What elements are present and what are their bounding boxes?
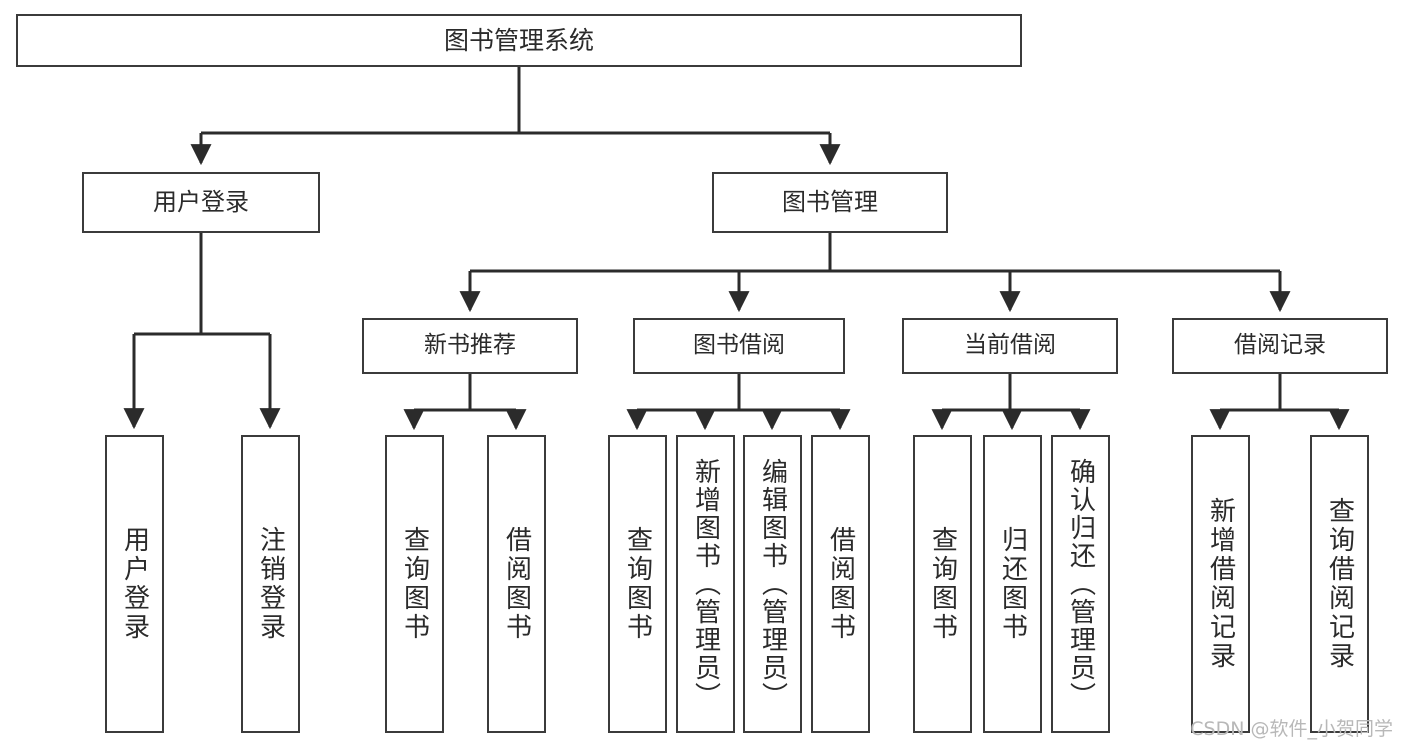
node-current-borrow-label: 当前借阅 (964, 332, 1056, 359)
node-borrow-record[interactable]: 借阅记录 (1172, 318, 1388, 374)
node-book-borrow-label: 图书借阅 (693, 332, 785, 359)
leaf-query-book-3[interactable]: 查询图书 (913, 435, 972, 733)
node-root[interactable]: 图书管理系统 (16, 14, 1022, 67)
leaf-confirm-return[interactable]: 确认归还（管理员） (1051, 435, 1110, 733)
leaf-edit-book[interactable]: 编辑图书（管理员） (743, 435, 802, 733)
leaf-confirm-return-label: 确认归还（管理员） (1065, 458, 1096, 710)
leaf-add-book-label: 新增图书（管理员） (690, 458, 721, 710)
leaf-add-book[interactable]: 新增图书（管理员） (676, 435, 735, 733)
leaf-query-book-1[interactable]: 查询图书 (385, 435, 444, 733)
node-borrow-record-label: 借阅记录 (1234, 332, 1326, 359)
leaf-borrow-book-2[interactable]: 借阅图书 (811, 435, 870, 733)
node-book-manage-label: 图书管理 (782, 188, 878, 217)
node-book-borrow[interactable]: 图书借阅 (633, 318, 845, 374)
leaf-query-book-1-label: 查询图书 (399, 526, 430, 642)
node-current-borrow[interactable]: 当前借阅 (902, 318, 1118, 374)
node-root-label: 图书管理系统 (443, 25, 594, 55)
leaf-borrow-book-1[interactable]: 借阅图书 (487, 435, 546, 733)
leaf-query-borrow-record-label: 查询借阅记录 (1324, 497, 1355, 671)
leaf-user-login[interactable]: 用户登录 (105, 435, 164, 733)
node-user-login-label: 用户登录 (153, 188, 249, 217)
node-new-book-recommend-label: 新书推荐 (424, 332, 516, 359)
leaf-add-borrow-record-label: 新增借阅记录 (1205, 497, 1236, 671)
leaf-return-book-label: 归还图书 (997, 526, 1028, 642)
leaf-return-book[interactable]: 归还图书 (983, 435, 1042, 733)
leaf-edit-book-label: 编辑图书（管理员） (757, 458, 788, 710)
leaf-logout-label: 注销登录 (255, 526, 286, 642)
leaf-add-borrow-record[interactable]: 新增借阅记录 (1191, 435, 1250, 733)
node-book-manage[interactable]: 图书管理 (712, 172, 948, 233)
leaf-borrow-book-1-label: 借阅图书 (501, 526, 532, 642)
leaf-query-book-2-label: 查询图书 (622, 526, 653, 642)
csdn-watermark: CSDN @软件_小贺同学 (1190, 718, 1393, 740)
leaf-logout[interactable]: 注销登录 (241, 435, 300, 733)
leaf-user-login-label: 用户登录 (119, 526, 150, 642)
leaf-query-borrow-record[interactable]: 查询借阅记录 (1310, 435, 1369, 733)
leaf-borrow-book-2-label: 借阅图书 (825, 526, 856, 642)
node-new-book-recommend[interactable]: 新书推荐 (362, 318, 578, 374)
node-user-login[interactable]: 用户登录 (82, 172, 320, 233)
leaf-query-book-2[interactable]: 查询图书 (608, 435, 667, 733)
leaf-query-book-3-label: 查询图书 (927, 526, 958, 642)
